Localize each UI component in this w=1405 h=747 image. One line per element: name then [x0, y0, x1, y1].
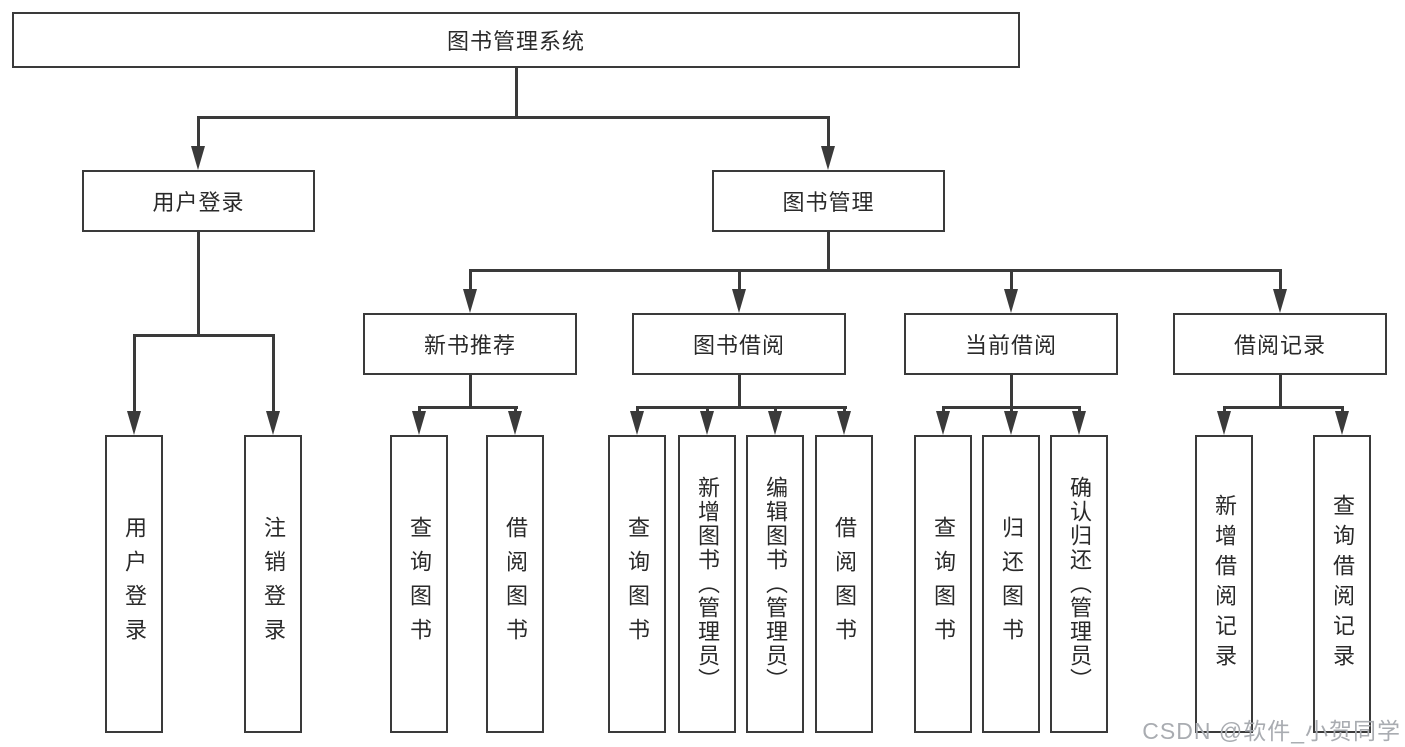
arrow-down-icon [732, 289, 746, 313]
leaf-confirm-return-admin: 确认归还（管理员） [1050, 435, 1108, 733]
connector-group-bus [417, 405, 518, 409]
arrow-down-icon [508, 411, 522, 435]
connector-root-drop [514, 68, 518, 118]
arrow-down-icon [837, 411, 851, 435]
arrow-down-icon [936, 411, 950, 435]
leaf-label: 借阅图书 [832, 516, 857, 652]
connector-group-drop [737, 375, 741, 408]
arrow-down-icon [127, 411, 141, 435]
node-label: 图书管理系统 [446, 29, 585, 54]
leaf-label: 查询图书 [931, 516, 956, 652]
connector-arm [941, 405, 945, 414]
connector-group-drop [468, 375, 472, 408]
arrow-down-icon [1273, 289, 1287, 313]
connector-arm [826, 115, 830, 148]
node-current-borrowing: 当前借阅 [904, 313, 1118, 375]
leaf-label: 确认归还（管理员） [1067, 476, 1092, 692]
csdn-watermark: CSDN @软件_小贺同学 [1142, 718, 1401, 744]
node-label: 用户登录 [152, 190, 245, 215]
leaf-label: 查询图书 [625, 516, 650, 652]
leaf-label: 查询借阅记录 [1330, 494, 1355, 674]
leaf-query-borrow-record: 查询借阅记录 [1313, 435, 1371, 733]
leaf-label: 注销登录 [261, 516, 286, 652]
node-new-book-recommend: 新书推荐 [363, 313, 577, 375]
arrow-down-icon [266, 411, 280, 435]
leaf-label: 查询图书 [407, 516, 432, 652]
node-label: 新书推荐 [423, 333, 516, 358]
leaf-label: 借阅图书 [503, 516, 528, 652]
leaf-label: 编辑图书（管理员） [763, 476, 788, 692]
arrow-down-icon [1072, 411, 1086, 435]
arrow-down-icon [1004, 289, 1018, 313]
connector-group-bus [635, 405, 847, 409]
connector-arm [513, 405, 517, 414]
connector-arm [1009, 405, 1013, 414]
node-borrow-records: 借阅记录 [1173, 313, 1387, 375]
node-label: 图书管理 [782, 190, 875, 215]
connector-arm [1278, 268, 1282, 290]
connector-arm [773, 405, 777, 414]
connector-arm [842, 405, 846, 414]
leaf-return-books: 归还图书 [982, 435, 1040, 733]
connector-arm [635, 405, 639, 414]
connector-arm [417, 405, 421, 414]
arrow-down-icon [412, 411, 426, 435]
arrow-down-icon [191, 146, 205, 170]
leaf-label: 归还图书 [999, 516, 1024, 652]
connector-bookmgmt-drop [826, 232, 830, 271]
connector-arm [271, 333, 275, 412]
leaf-query-books-borrowing: 查询图书 [608, 435, 666, 733]
connector-arm [132, 333, 136, 412]
arrow-down-icon [768, 411, 782, 435]
leaf-logout: 注销登录 [244, 435, 302, 733]
connector-arm [468, 268, 472, 290]
arrow-down-icon [700, 411, 714, 435]
node-root-library-system: 图书管理系统 [12, 12, 1020, 68]
connector-userlogin-drop [196, 232, 200, 335]
connector-userlogin-bus [132, 333, 275, 337]
leaf-label: 新增图书（管理员） [695, 476, 720, 692]
leaf-query-books-current: 查询图书 [914, 435, 972, 733]
leaf-label: 用户登录 [122, 516, 147, 652]
leaf-borrow-books-borrowing: 借阅图书 [815, 435, 873, 733]
connector-root-bus [196, 115, 830, 119]
node-book-borrowing: 图书借阅 [632, 313, 846, 375]
arrow-down-icon [1335, 411, 1349, 435]
arrow-down-icon [1004, 411, 1018, 435]
leaf-edit-books-admin: 编辑图书（管理员） [746, 435, 804, 733]
connector-bookmgmt-bus [468, 268, 1282, 272]
connector-arm [1009, 268, 1013, 290]
node-label: 当前借阅 [964, 333, 1057, 358]
connector-arm [705, 405, 709, 414]
arrow-down-icon [630, 411, 644, 435]
leaf-query-books-recommend: 查询图书 [390, 435, 448, 733]
node-user-login: 用户登录 [82, 170, 315, 232]
node-label: 图书借阅 [692, 333, 785, 358]
node-label: 借阅记录 [1233, 333, 1326, 358]
leaf-user-login: 用户登录 [105, 435, 163, 733]
node-book-management: 图书管理 [712, 170, 945, 232]
leaf-borrow-books-recommend: 借阅图书 [486, 435, 544, 733]
connector-arm [737, 268, 741, 290]
leaf-add-borrow-record: 新增借阅记录 [1195, 435, 1253, 733]
connector-arm [1077, 405, 1081, 414]
connector-arm [196, 115, 200, 148]
connector-arm [1222, 405, 1226, 414]
leaf-label: 新增借阅记录 [1212, 494, 1237, 674]
leaf-add-books-admin: 新增图书（管理员） [678, 435, 736, 733]
connector-arm [1340, 405, 1344, 414]
connector-group-bus [1222, 405, 1344, 409]
arrow-down-icon [821, 146, 835, 170]
arrow-down-icon [1217, 411, 1231, 435]
connector-group-drop [1009, 375, 1013, 408]
arrow-down-icon [463, 289, 477, 313]
connector-group-drop [1278, 375, 1282, 408]
